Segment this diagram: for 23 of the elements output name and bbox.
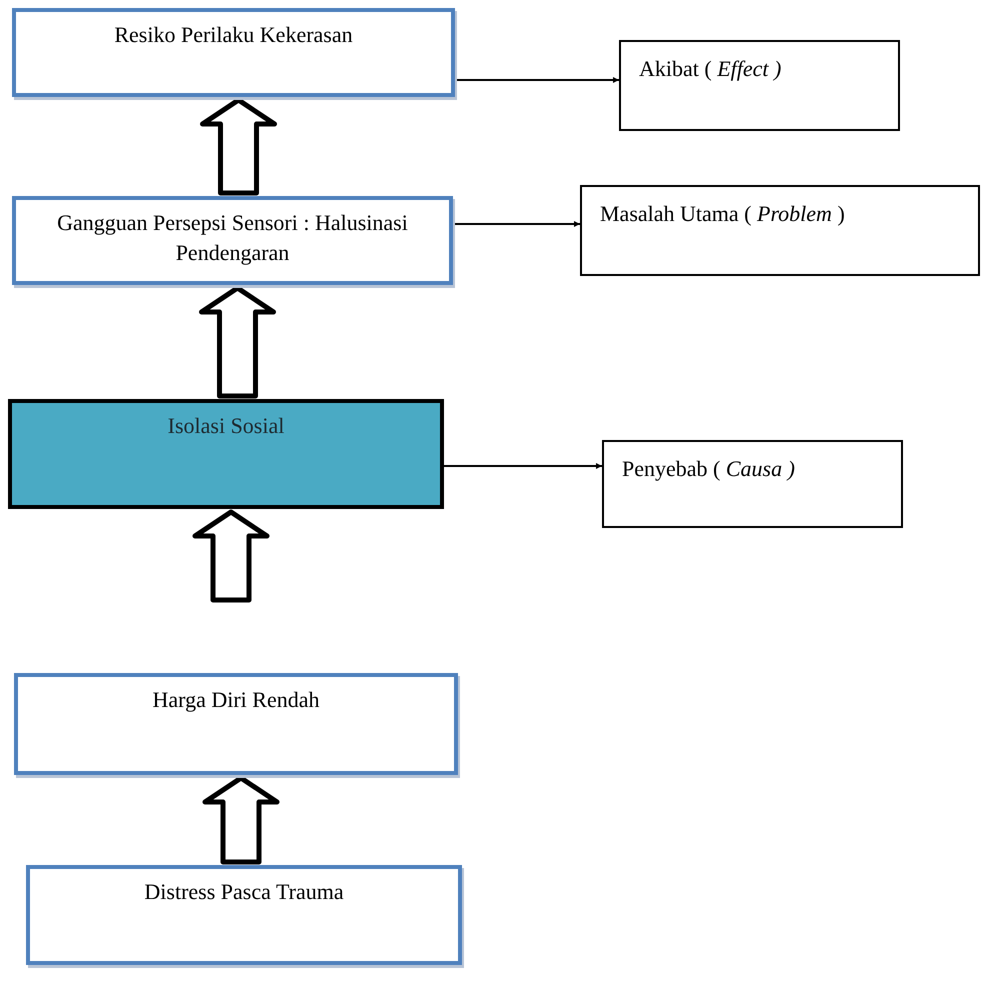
arrow: [453, 221, 580, 227]
arrow: [444, 463, 602, 469]
label-box: [619, 40, 900, 131]
arrow: [455, 77, 619, 83]
box-text: Akibat ( Effect ): [639, 55, 782, 83]
box-text: Harga Diri Rendah: [152, 686, 320, 714]
block-arrow: [199, 286, 276, 398]
box-text: Distress Pasca Trauma: [144, 878, 344, 906]
box-text: Isolasi Sosial: [168, 412, 284, 440]
box-text: Penyebab ( Causa ): [622, 455, 795, 483]
box-text: Resiko Perilaku Kekerasan: [114, 21, 353, 49]
process-box: [14, 673, 458, 775]
process-box: [8, 399, 444, 509]
block-arrow: [202, 776, 280, 864]
process-box: [12, 8, 455, 97]
block-arrow: [200, 98, 277, 196]
process-box: [26, 865, 462, 965]
label-box: [580, 185, 980, 276]
box-text: Masalah Utama ( Problem ): [600, 200, 845, 228]
block-arrow: [192, 510, 270, 602]
label-box: [602, 440, 903, 528]
process-box: [12, 196, 453, 285]
box-text: Gangguan Persepsi Sensori : Halusinasi Pendengaran: [56, 209, 409, 267]
